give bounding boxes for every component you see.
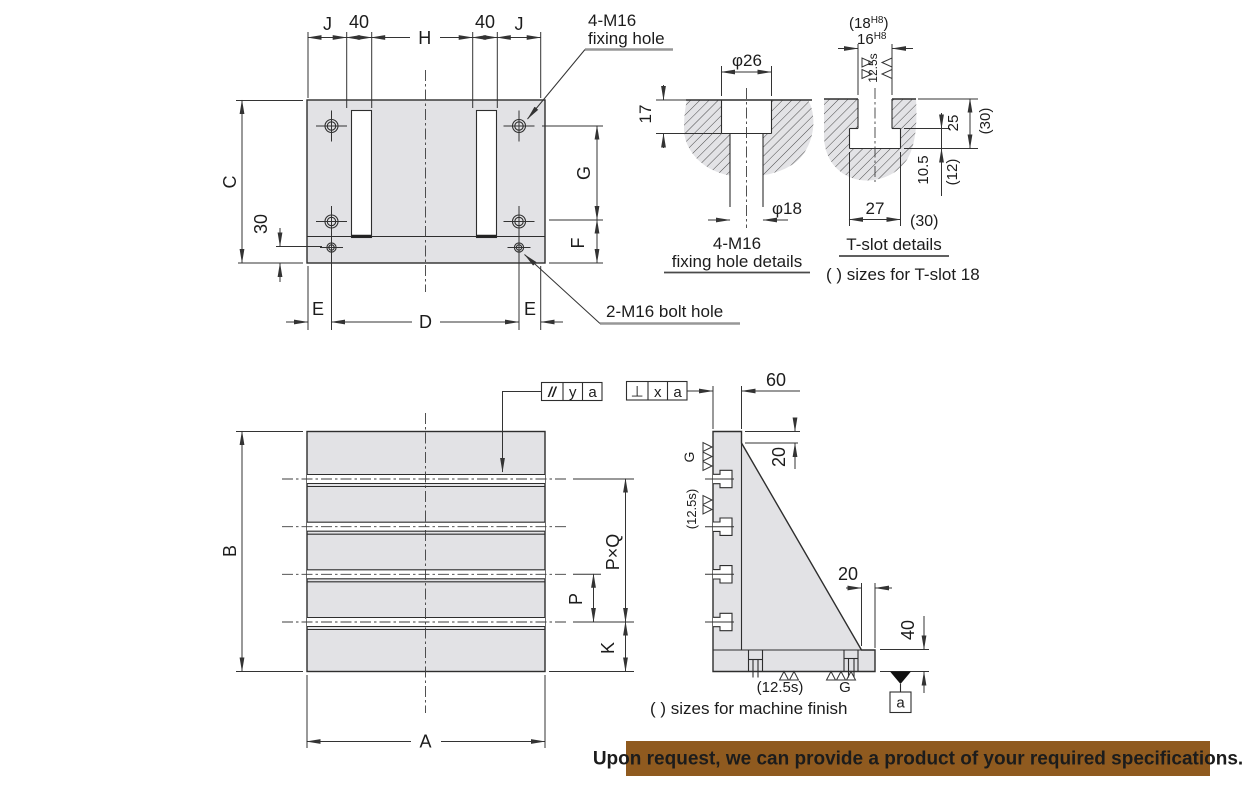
plan-slot-right xyxy=(475,109,498,239)
dim-label-27: 27 xyxy=(866,199,885,218)
dim-label-12-paren: (12) xyxy=(944,159,961,186)
dim-label-18h8: (18H8) xyxy=(849,15,888,32)
dim-label-60: 60 xyxy=(766,370,786,390)
dim-label-16h8: 16H8 xyxy=(857,31,887,48)
front-plate xyxy=(306,430,546,673)
dim-label-40-right: 40 xyxy=(475,12,495,32)
detail2-note: ( ) sizes for T-slot 18 xyxy=(826,265,980,284)
dim-label-b: B xyxy=(220,545,240,557)
finish-triangles-125-bottom-icon xyxy=(778,670,800,681)
dim-label-k: K xyxy=(598,642,618,654)
banner-text: Upon request, we can provide a product o… xyxy=(593,749,1243,770)
callout-bolt-text: 2-M16 bolt hole xyxy=(606,302,723,321)
base-bolt-hole xyxy=(747,650,764,678)
dim-label-g: G xyxy=(574,166,594,180)
fcf-perp-symbol: ⊥ xyxy=(630,384,643,401)
dim-label-pxq: P×Q xyxy=(603,534,623,571)
finish-g-bottom-label: G xyxy=(839,679,851,696)
front-slot-band xyxy=(282,521,568,535)
fixing-hole xyxy=(503,110,535,142)
side-tslot-notch xyxy=(705,517,734,536)
callout-bolt-hole: 2-M16 bolt hole xyxy=(524,254,740,325)
datum-triangle-icon xyxy=(890,671,911,684)
fixing-hole xyxy=(316,206,347,237)
dim-label-dia18: φ18 xyxy=(772,199,802,218)
finish-triangles-g-bottom-icon xyxy=(825,670,857,681)
leader-line xyxy=(527,49,586,120)
dim-label-20-bottom: 20 xyxy=(838,564,858,584)
dim-label-f: F xyxy=(568,238,588,249)
dim-label-30-paren2: (30) xyxy=(910,213,938,230)
fcf-perp-tolerance: x xyxy=(654,384,662,401)
dim-label-h: H xyxy=(418,28,431,48)
finish-triangles-g-face-icon xyxy=(702,441,714,472)
dim-label-d: D xyxy=(419,312,432,332)
plan-right-dims: G F xyxy=(542,125,603,264)
fixing-hole xyxy=(503,206,535,237)
front-slot-band xyxy=(282,569,568,583)
callout-fixing-hole: 4-M16 fixing hole xyxy=(527,11,673,120)
detail2-title: T-slot details xyxy=(846,235,941,254)
front-view: B A P×Q P K // y a xyxy=(220,381,634,752)
dim-label-17: 17 xyxy=(636,105,655,124)
tslot-cavity xyxy=(849,128,901,149)
dim-label-j-left: J xyxy=(323,14,332,34)
dim-label-20-top: 20 xyxy=(769,447,789,467)
roughness-triangles-icon xyxy=(861,57,893,80)
dim-label-e-right: E xyxy=(524,299,536,319)
leader-line xyxy=(524,254,601,324)
dim-label-40: 40 xyxy=(898,620,918,640)
side-view: ⊥ x a 60 20 G (12.5s) 20 xyxy=(625,370,929,718)
detail1-title-line2: fixing hole details xyxy=(672,252,802,271)
dim-label-30-paren: (30) xyxy=(977,108,994,135)
datum-label: a xyxy=(896,695,905,712)
plan-bottom-dims: E D E xyxy=(286,253,563,332)
spec-banner: Upon request, we can provide a product o… xyxy=(593,741,1243,776)
fcf-parallel-tolerance: y xyxy=(569,384,577,401)
plan-view: J 40 H 40 J C 30 G F xyxy=(220,11,740,332)
base-bolt-hole xyxy=(843,650,859,678)
plan-left-dims: C 30 xyxy=(220,99,322,282)
side-tslot-notch xyxy=(705,469,734,489)
fcf-parallel-symbol: // xyxy=(547,384,558,400)
side-view-note: ( ) sizes for machine finish xyxy=(650,699,847,718)
finish-g-face-label: G xyxy=(681,452,697,463)
callout-fixing-text2: fixing hole xyxy=(588,29,665,48)
roughness-label: 12.5s xyxy=(866,53,880,82)
front-slot-band xyxy=(282,616,568,631)
fcf-parallelism: // y a xyxy=(500,381,603,473)
finish-125-face-label: (12.5s) xyxy=(684,489,699,529)
fcf-perpendicularity: ⊥ x a xyxy=(625,380,688,401)
front-slot-band xyxy=(282,473,568,488)
dim-label-10-5: 10.5 xyxy=(915,155,932,184)
plan-slot-left xyxy=(350,109,373,239)
dim-label-e-left: E xyxy=(312,299,324,319)
plan-plate xyxy=(306,99,546,264)
dim-label-a: A xyxy=(419,732,431,752)
dim-label-dia26: φ26 xyxy=(732,51,762,70)
banner-background xyxy=(626,741,1210,776)
fixing-hole-detail-view: φ26 17 φ18 4-M16 fixing hole details xyxy=(636,51,814,274)
dim-label-25: 25 xyxy=(945,115,962,132)
finish-125-bottom-label: (12.5s) xyxy=(757,679,804,696)
fcf-leader xyxy=(500,391,542,473)
side-profile xyxy=(712,430,876,673)
dim-label-j-right: J xyxy=(515,14,524,34)
tslot-detail-view: (18H8) 16H8 12.5s 25 (30) 10.5 (12) 27 (… xyxy=(824,15,994,284)
fcf-perp-datum: a xyxy=(673,384,682,401)
plan-top-dims: J 40 H 40 J xyxy=(307,12,542,108)
datum-box xyxy=(889,691,912,714)
finish-triangles-125-face-icon xyxy=(702,494,714,515)
datum-symbol: a xyxy=(889,671,912,714)
dim-label-c: C xyxy=(220,176,240,189)
fcf-parallel-datum: a xyxy=(588,384,597,401)
dim-label-40-left: 40 xyxy=(349,12,369,32)
fixing-hole xyxy=(316,110,347,142)
side-tslot-notch xyxy=(705,565,734,584)
dim-label-30: 30 xyxy=(251,214,271,234)
side-tslot-notch xyxy=(705,612,734,632)
callout-fixing-text1: 4-M16 xyxy=(588,11,636,30)
detail1-title-line1: 4-M16 xyxy=(713,234,761,253)
dim-label-p: P xyxy=(566,593,586,605)
